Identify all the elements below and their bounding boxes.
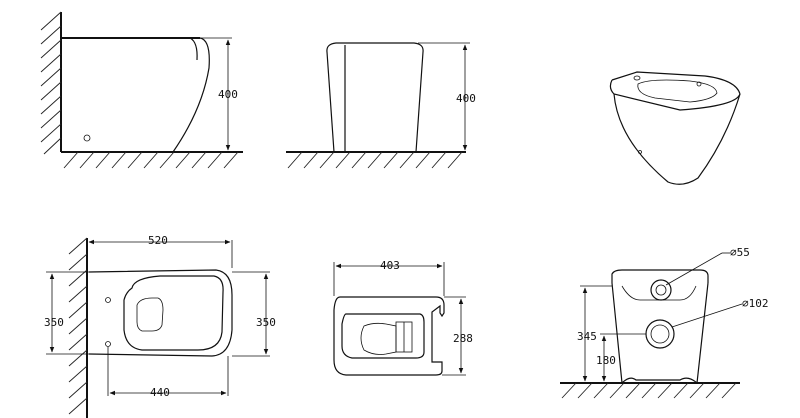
top-outlet-label: 440 — [150, 386, 170, 399]
seat-inner-outline — [341, 313, 425, 359]
rear-inlet-leader — [665, 252, 723, 286]
top-wall-hatch — [68, 237, 88, 415]
rear-outlet-leader — [671, 303, 743, 328]
perspective-rim-front — [609, 79, 741, 111]
front-floor-hatch — [287, 151, 463, 169]
seat-plan-view: 403 288 — [333, 259, 473, 376]
side-elevation-view: 400 — [40, 11, 243, 169]
rear-inlet-inner — [655, 284, 667, 296]
top-body-outline — [88, 269, 233, 357]
perspective-view — [609, 71, 741, 185]
rear-inlet-outer — [650, 279, 672, 301]
top-width-label: 520 — [148, 234, 168, 247]
top-bowl-outline — [136, 297, 164, 332]
wall-hatch — [40, 11, 62, 155]
perspective-overflow-hole — [696, 81, 702, 87]
rear-outlet-height-label: 345 — [577, 330, 597, 343]
front-elevation-view: 400 — [286, 42, 476, 169]
top-fixing-hole — [105, 297, 111, 303]
side-seat-edge — [189, 37, 198, 61]
top-seat-outline — [123, 275, 224, 351]
side-height-label: 400 — [218, 88, 238, 101]
perspective-rim-back — [611, 71, 741, 95]
front-height-label: 400 — [456, 92, 476, 105]
seat-depth-label: 288 — [453, 332, 473, 345]
top-depth-right-label: 350 — [256, 316, 276, 329]
front-body-outline — [326, 42, 424, 153]
seat-outer-outline — [333, 296, 445, 376]
rear-floor-hatch — [561, 382, 737, 399]
floor-hatch — [63, 151, 239, 169]
perspective-tap-hole — [633, 75, 641, 81]
perspective-fixing-hole — [638, 150, 642, 154]
side-outlet-mark — [83, 134, 91, 142]
rear-outlet-label: ⌀102 — [742, 297, 769, 310]
rear-elevation-view: ⌀55 ⌀102 345 180 — [560, 246, 769, 399]
rear-base — [621, 377, 698, 384]
rear-inlet-label: ⌀55 — [730, 246, 750, 259]
rear-inner-recess — [621, 285, 697, 301]
rear-outlet-outer — [645, 319, 675, 349]
rear-body-sides — [611, 282, 709, 384]
side-front-curve — [172, 37, 210, 153]
rear-inlet-height-label: 180 — [596, 354, 616, 367]
seat-bowl-outline — [360, 322, 397, 355]
top-plan-view: 520 350 350 440 — [44, 234, 276, 418]
top-depth-left-label: 350 — [44, 316, 64, 329]
seat-width-label: 403 — [380, 259, 400, 272]
rear-top-rim — [611, 269, 709, 283]
top-outlet-hole — [105, 341, 111, 347]
perspective-body — [613, 93, 741, 185]
rear-outlet-inner — [650, 324, 670, 344]
perspective-bowl-opening — [637, 79, 718, 103]
